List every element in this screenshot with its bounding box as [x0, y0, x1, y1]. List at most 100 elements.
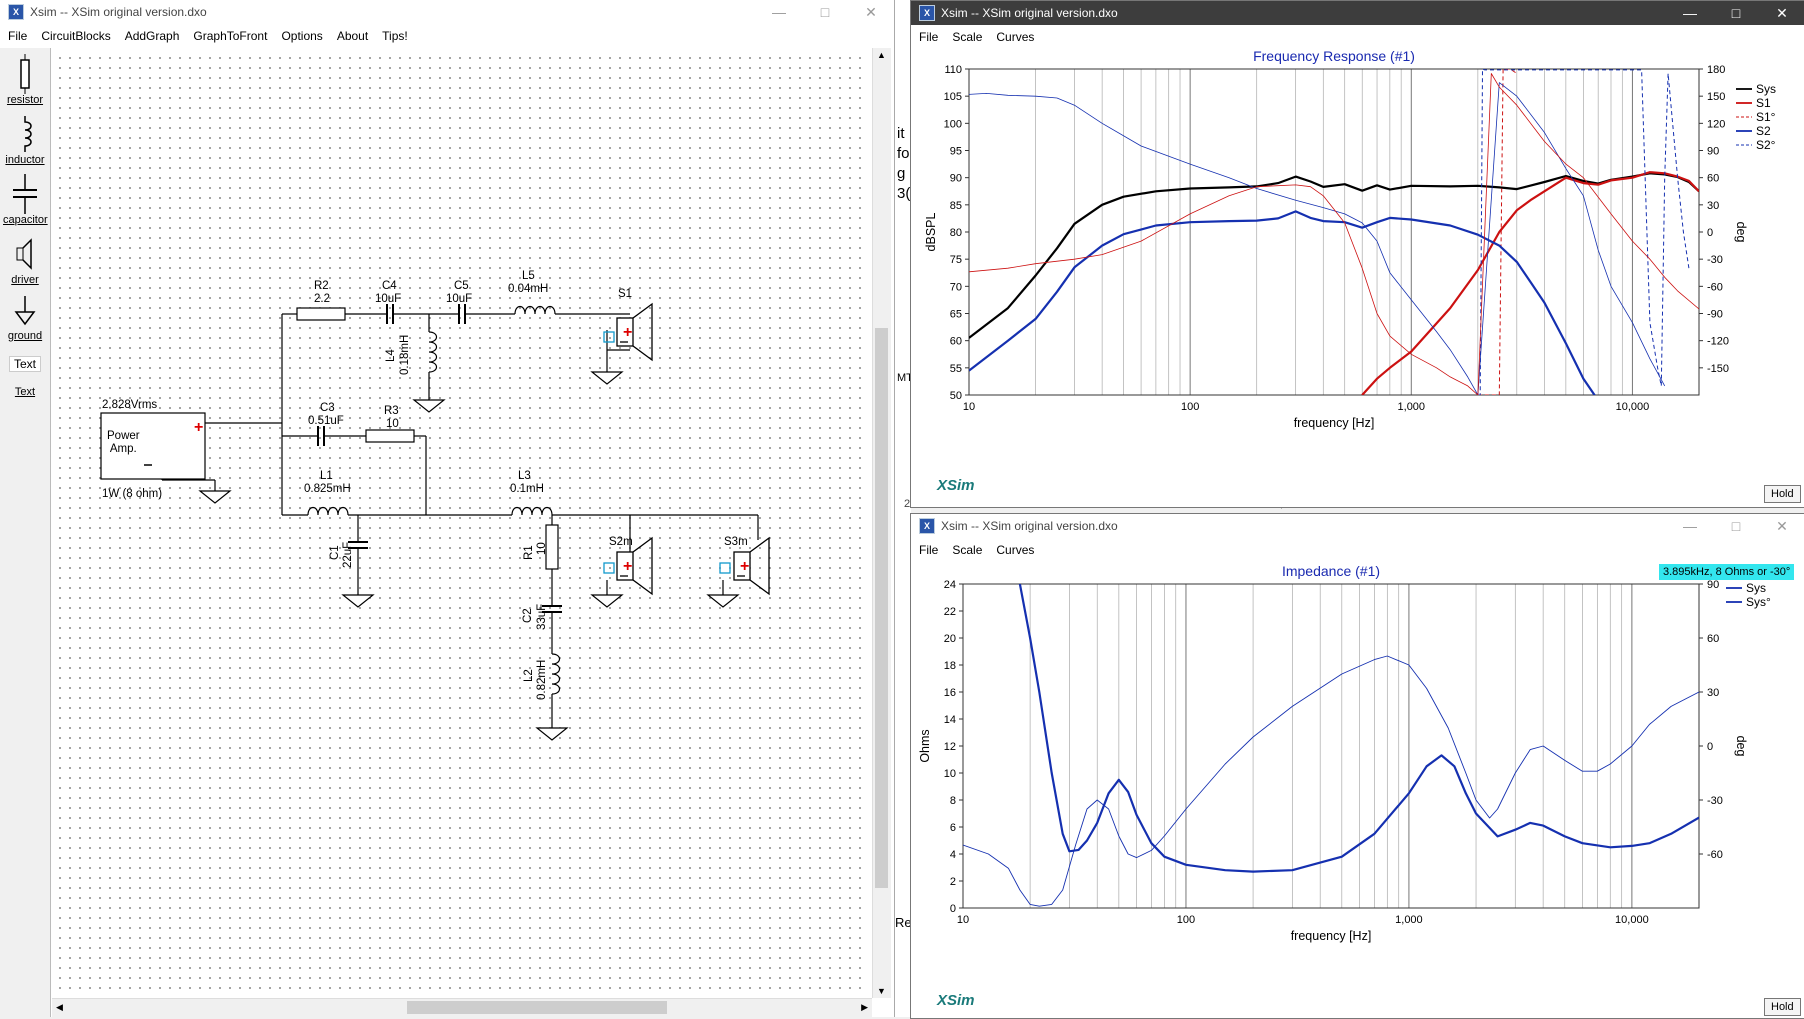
palette-label: Text	[9, 356, 41, 372]
y-tick-label: 12	[944, 741, 956, 753]
l5-value: 0.04mH	[508, 283, 549, 295]
app-icon: X	[919, 5, 935, 21]
legend-label: S2°	[1756, 138, 1776, 152]
legend-label: Sys	[1756, 82, 1776, 96]
minimize-icon[interactable]: —	[772, 4, 786, 20]
y2-tick-label: 0	[1707, 227, 1713, 239]
menu-tips[interactable]: Tips!	[382, 29, 408, 43]
horizontal-scrollbar[interactable]: ◀ ▶	[52, 998, 872, 1017]
menu-options[interactable]: Options	[281, 29, 323, 43]
palette-resistor[interactable]: resistor	[3, 54, 47, 106]
l4-name: L4	[385, 349, 397, 362]
r2-value: 2.2	[314, 293, 330, 305]
legend-label: Sys°	[1746, 595, 1771, 609]
palette-capacitor[interactable]: capacitor	[3, 174, 48, 226]
y-tick-label: 20	[944, 633, 956, 645]
y-tick-label: 24	[944, 579, 956, 591]
frequency-response-chart[interactable]: Frequency Response (#1)50556065707580859…	[911, 47, 1803, 505]
component-palette: resistor inductor capacitor driver groun…	[0, 48, 51, 1017]
y-tick-label: 70	[950, 281, 962, 293]
impedance-chart[interactable]: Impedance (#1)024681012141618202224-60-3…	[911, 560, 1803, 1016]
scroll-right-icon[interactable]: ▶	[861, 1002, 868, 1012]
close-icon[interactable]: ✕	[1776, 5, 1788, 21]
scroll-left-icon[interactable]: ◀	[56, 1002, 63, 1012]
palette-text[interactable]: Text	[3, 386, 47, 398]
app-icon: X	[919, 518, 935, 534]
minimize-icon[interactable]: —	[1683, 518, 1697, 534]
scroll-up-icon[interactable]: ▲	[877, 50, 886, 60]
scroll-thumb[interactable]	[875, 328, 888, 888]
menu-file[interactable]: File	[8, 29, 28, 43]
bg-mt: MT	[897, 372, 913, 384]
imp-titlebar: X Xsim -- XSim original version.dxo — □ …	[911, 514, 1804, 538]
y2-tick-label: 180	[1707, 64, 1725, 76]
menu-addgraph[interactable]: AddGraph	[124, 29, 180, 43]
x-tick-label: 100	[1181, 401, 1199, 413]
palette-driver[interactable]: driver	[3, 234, 47, 286]
menu-about[interactable]: About	[336, 29, 369, 43]
r2-name: R2	[314, 280, 329, 292]
minimize-icon[interactable]: —	[1683, 5, 1697, 21]
close-icon[interactable]: ✕	[1776, 518, 1788, 534]
hold-button[interactable]: Hold	[1764, 485, 1801, 503]
y2-tick-label: -90	[1707, 309, 1723, 321]
y-axis-label: dBSPL	[924, 212, 938, 251]
schematic-menubar: File CircuitBlocks AddGraph GraphToFront…	[0, 26, 894, 46]
menu-file[interactable]: File	[919, 30, 939, 44]
hold-button[interactable]: Hold	[1764, 998, 1801, 1016]
palette-text-box[interactable]: Text	[3, 356, 47, 372]
scroll-down-icon[interactable]: ▼	[877, 986, 886, 996]
schematic-titlebar: X Xsim -- XSim original version.dxo — □ …	[0, 0, 894, 24]
menu-curves[interactable]: Curves	[996, 30, 1035, 44]
chart-title: Impedance (#1)	[1282, 563, 1380, 579]
x-tick-label: 1,000	[1398, 401, 1426, 413]
c1-value: 22uF	[342, 541, 354, 568]
fr-titlebar: X Xsim -- XSim original version.dxo — □ …	[911, 1, 1804, 25]
legend-label: Sys	[1746, 581, 1766, 595]
power-amp-box	[100, 412, 206, 480]
close-icon[interactable]: ✕	[865, 4, 877, 20]
series-line-aux6	[969, 73, 1699, 395]
bg-text: it fo g 3(	[897, 124, 910, 204]
legend-label: S1	[1756, 96, 1771, 110]
maximize-icon[interactable]: □	[1731, 518, 1741, 534]
capacitor-icon	[13, 174, 37, 214]
menu-file[interactable]: File	[919, 543, 939, 557]
y2-tick-label: 120	[1707, 118, 1725, 130]
s1-name: S1	[618, 288, 633, 300]
menu-curves[interactable]: Curves	[996, 543, 1035, 557]
schematic-canvas[interactable]: + + +	[52, 50, 866, 995]
y-tick-label: 105	[944, 91, 962, 103]
series-line-s2	[1477, 69, 1690, 395]
y2-tick-label: 60	[1707, 173, 1719, 185]
y-tick-label: 2	[950, 876, 956, 888]
c4-value: 10uF	[375, 293, 402, 305]
c1-name: C1	[329, 545, 341, 560]
y-tick-label: 55	[950, 363, 962, 375]
palette-label: driver	[11, 274, 39, 286]
palette-label: inductor	[5, 154, 45, 166]
y-tick-label: 50	[950, 390, 962, 402]
amp-power-label: 1W (8 ohm)	[102, 488, 163, 500]
y-tick-label: 16	[944, 687, 956, 699]
menu-scale[interactable]: Scale	[952, 543, 983, 557]
palette-ground[interactable]: ground	[3, 294, 47, 342]
menu-scale[interactable]: Scale	[952, 30, 983, 44]
menu-graphtofront[interactable]: GraphToFront	[193, 29, 268, 43]
l3-value: 0.1mH	[510, 483, 544, 495]
cursor-readout: 3.895kHz, 8 Ohms or -30°	[1659, 564, 1795, 580]
amp-label-line2: Amp.	[109, 443, 137, 455]
x-tick-label: 10,000	[1616, 401, 1650, 413]
l5-name: L5	[522, 270, 535, 282]
vertical-scrollbar[interactable]: ▲ ▼	[872, 48, 891, 998]
speaker-s3m: +	[719, 536, 770, 596]
maximize-icon[interactable]: □	[820, 4, 830, 20]
scroll-thumb[interactable]	[407, 1001, 667, 1014]
schematic-window: X Xsim -- XSim original version.dxo — □ …	[0, 0, 894, 1017]
menu-circuitblocks[interactable]: CircuitBlocks	[41, 29, 111, 43]
legend-label: S2	[1756, 124, 1771, 138]
schematic-wires: + + +	[100, 302, 770, 741]
maximize-icon[interactable]: □	[1731, 5, 1741, 21]
palette-inductor[interactable]: inductor	[3, 114, 47, 166]
speaker-s2m: +	[603, 536, 653, 596]
